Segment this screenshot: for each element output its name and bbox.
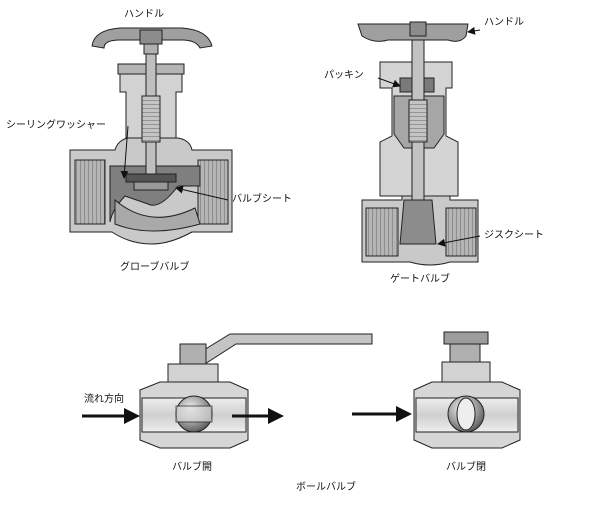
flow-direction-label: 流れ方向 [84, 394, 124, 405]
globe-leaders [120, 125, 229, 201]
packing-label: パッキン [324, 70, 364, 81]
flow-arrows [82, 406, 412, 424]
ball-open-caption: バルブ開 [172, 462, 212, 473]
gate-handle-label: ハンドル [484, 17, 524, 28]
ball-valve-caption: ボールバルブ [296, 482, 356, 493]
globe-valve-illustration [69, 27, 233, 245]
gate-valve-illustration [357, 21, 479, 266]
ball-valve-open-illustration [139, 333, 373, 449]
gate-leaders [377, 26, 481, 247]
globe-handle-label: ハンドル [124, 9, 164, 20]
ball-valve-closed-illustration [413, 331, 521, 449]
globe-valve-caption: グローブバルブ [120, 262, 190, 273]
sealing-washer-label: シーリングワッシャー [6, 120, 106, 131]
disc-seat-label: ジスクシート [484, 230, 544, 241]
valve-seat-label: バルブシート [232, 194, 292, 205]
gate-valve-caption: ゲートバルブ [390, 274, 450, 285]
ball-closed-caption: バルブ閉 [446, 462, 486, 473]
